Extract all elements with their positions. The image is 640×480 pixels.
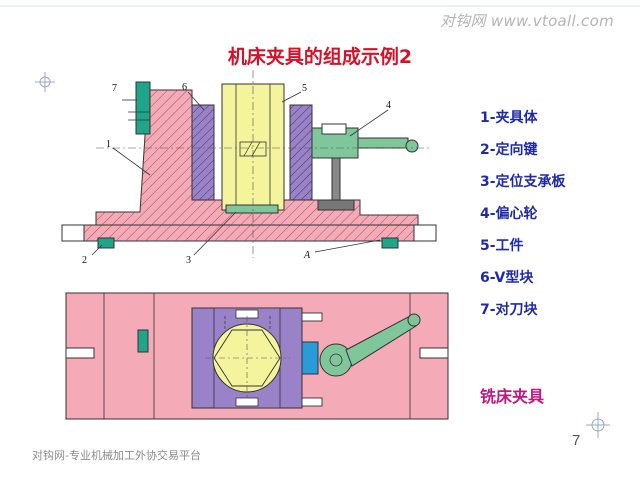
legend-item: 3-定位支承板: [480, 174, 566, 190]
callout-6: 6: [182, 82, 187, 93]
support-plate: [225, 204, 279, 214]
page-number: 7: [572, 432, 581, 449]
top-view: [65, 292, 449, 420]
parts-legend: 1-夹具体 2-定向键 3-定位支承板 4-偏心轮 5-工件 6-V型块 7-对…: [480, 109, 566, 333]
callout-4: 4: [386, 100, 391, 111]
slot-left: [65, 347, 95, 359]
orientation-key-plan: [137, 329, 149, 353]
callout-7: 7: [112, 83, 117, 94]
legend-item: 6-V型块: [480, 270, 534, 286]
site-watermark: 对钩网 www.vtoall.com: [439, 12, 614, 30]
tool-setting-block: [135, 81, 151, 135]
eccentric-shaft: [331, 157, 341, 205]
legend-item: 1-夹具体: [480, 110, 538, 126]
front-view: 7 1 6 5 4 2 3 A: [61, 70, 437, 266]
slide-title: 机床夹具的组成示例2: [227, 46, 413, 68]
legend-item: 4-偏心轮: [480, 206, 538, 222]
pin-bottom: [301, 397, 323, 407]
orientation-key-right: [381, 237, 399, 249]
eccentric-handle: [357, 137, 409, 149]
footer-watermark: 对钩网-专业机械加工外协交易平台: [32, 449, 201, 462]
legend-item: 5-工件: [480, 238, 524, 254]
clamp-pad: [301, 341, 319, 375]
callout-a: A: [303, 250, 311, 261]
callout-5: 5: [302, 83, 307, 94]
callout-2: 2: [82, 255, 87, 266]
callout-1: 1: [106, 139, 111, 150]
slot-right: [419, 347, 449, 359]
orientation-key-left: [97, 237, 115, 249]
legend-item: 2-定向键: [480, 142, 538, 158]
eccentric-support: [317, 199, 355, 211]
callout-3: 3: [186, 255, 191, 266]
base-lug-right: [413, 224, 437, 242]
legend-item: 7-对刀块: [480, 302, 538, 318]
pin-top: [301, 312, 323, 322]
fixture-type-label: 铣床夹具: [480, 387, 545, 406]
base-lug-left: [61, 224, 85, 242]
